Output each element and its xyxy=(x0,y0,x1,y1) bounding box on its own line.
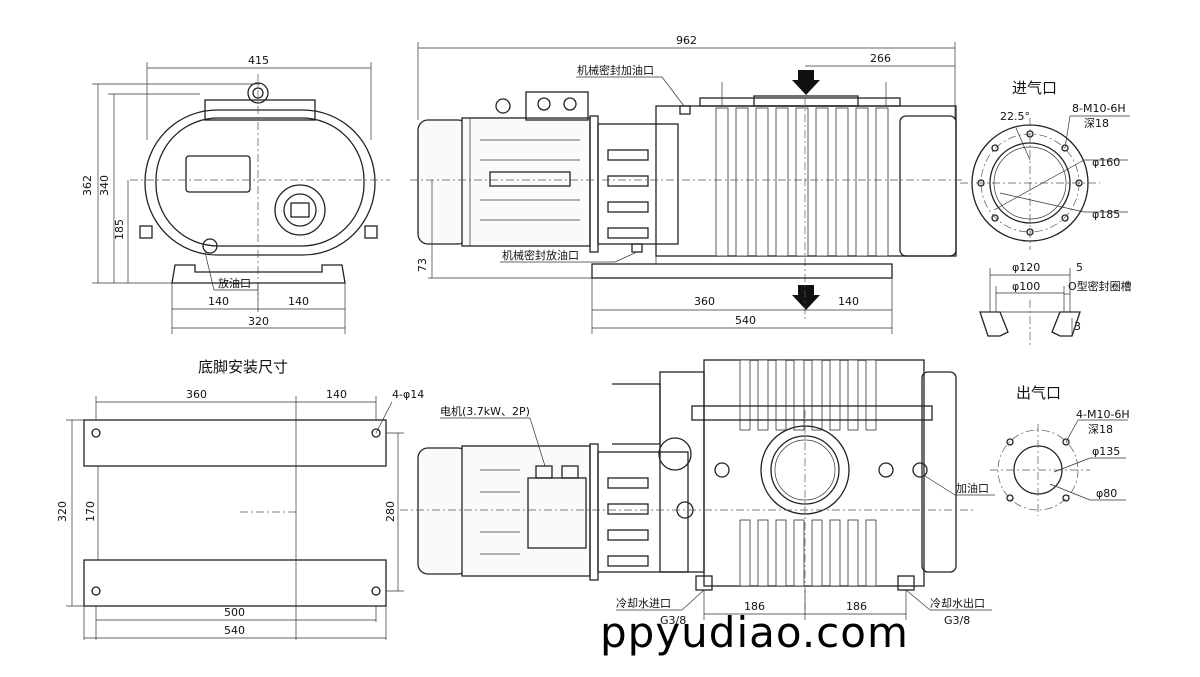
base-title: 底脚安装尺寸 xyxy=(198,358,288,376)
coolant-in-label: 冷却水进口 xyxy=(616,597,671,610)
dim-266: 266 xyxy=(870,52,891,65)
base-mounting-view: 底脚安装尺寸 360 140 4-φ14 320 170 280 xyxy=(56,358,424,640)
base-dim-500: 500 xyxy=(224,606,245,619)
base-dim-280: 280 xyxy=(384,501,397,522)
top-dim-186-right: 186 xyxy=(846,600,867,613)
seal-drain-port-label: 机械密封放油口 xyxy=(502,248,579,262)
outlet-title: 出气口 xyxy=(1016,384,1061,402)
inlet-d120: φ120 xyxy=(1012,261,1040,274)
top-dim-186-left: 186 xyxy=(744,600,765,613)
inlet-d100: φ100 xyxy=(1012,280,1040,293)
dim-140: 140 xyxy=(838,295,859,308)
base-dim-140: 140 xyxy=(326,388,347,401)
inlet-title: 进气口 xyxy=(1012,79,1057,97)
inlet-detail: 进气口 φ160 φ185 8-M10-6H 深18 22.5° φ12 xyxy=(960,79,1132,345)
dim-415: 415 xyxy=(248,54,269,67)
base-dim-170: 170 xyxy=(84,501,97,522)
base-dim-320: 320 xyxy=(56,501,69,522)
drain-port-label: 放油口 xyxy=(218,276,251,290)
top-view: 电机(3.7kW、2P) xyxy=(400,359,995,627)
base-dim-360: 360 xyxy=(186,388,207,401)
dim-140-right: 140 xyxy=(288,295,309,308)
dim-962: 962 xyxy=(676,34,697,47)
outlet-detail: 出气口 4-M10-6H 深18 φ135 φ80 xyxy=(990,384,1130,516)
inlet-depth: 深18 xyxy=(1084,117,1109,130)
dim-185: 185 xyxy=(113,219,126,240)
dim-73: 73 xyxy=(416,258,429,272)
dim-362: 362 xyxy=(81,175,94,196)
outlet-depth: 深18 xyxy=(1088,423,1113,436)
dim-360: 360 xyxy=(694,295,715,308)
oring-groove-label: O型密封圈槽 xyxy=(1068,279,1132,293)
coolant-out-thread: G3/8 xyxy=(944,614,970,627)
fill-port-label: 加油口 xyxy=(956,481,989,495)
watermark-text: ppyudiao.com xyxy=(600,608,909,657)
seal-fill-port-label: 机械密封加油口 xyxy=(577,63,654,77)
outlet-bolts: 4-M10-6H xyxy=(1076,408,1130,421)
base-hole-label: 4-φ14 xyxy=(392,388,424,401)
motor-label: 电机(3.7kW、2P) xyxy=(440,404,530,418)
inlet-bolts: 8-M10-6H xyxy=(1072,102,1126,115)
dim-140-left: 140 xyxy=(208,295,229,308)
side-view: 962 266 xyxy=(410,34,965,334)
front-view: 415 362 340 185 xyxy=(81,54,390,334)
inlet-gap3: 3 xyxy=(1074,320,1081,333)
inlet-gap5: 5 xyxy=(1076,261,1083,274)
dim-320: 320 xyxy=(248,315,269,328)
inlet-d185: φ185 xyxy=(1092,208,1120,221)
inlet-d160: φ160 xyxy=(1092,156,1120,169)
coolant-out-label: 冷却水出口 xyxy=(930,596,985,610)
dim-540: 540 xyxy=(735,314,756,327)
outlet-d135: φ135 xyxy=(1092,445,1120,458)
dim-340: 340 xyxy=(98,175,111,196)
inlet-angle: 22.5° xyxy=(1000,110,1030,123)
coolant-in-thread: G3/8 xyxy=(660,614,686,627)
outlet-d80: φ80 xyxy=(1096,487,1117,500)
base-dim-540: 540 xyxy=(224,624,245,637)
